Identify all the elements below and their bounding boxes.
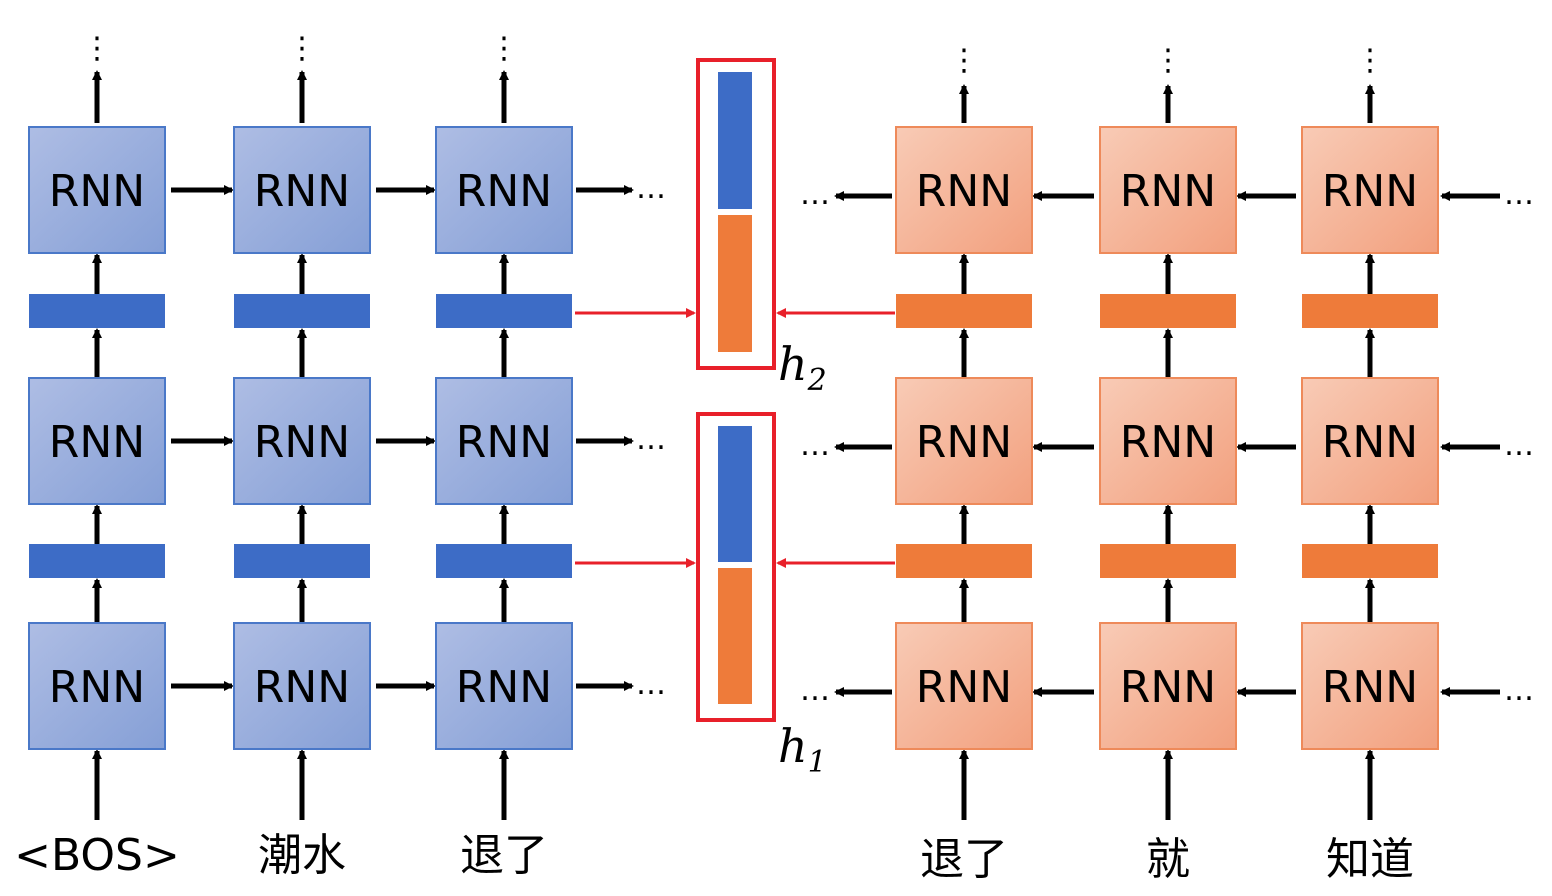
backward-rnn-label: RNN [1322, 662, 1418, 713]
backward-rnn-label: RNN [916, 662, 1012, 713]
hidden-state-subscript: 2 [807, 363, 827, 398]
vertical-ellipsis: ⋮ [1153, 43, 1183, 78]
hidden-state-label: h1 [778, 719, 827, 780]
forward-rnn-label: RNN [456, 417, 552, 468]
forward-hidden-bar [29, 544, 165, 578]
backward-rnn-box [895, 377, 1033, 505]
forward-rnn-label: RNN [254, 662, 350, 713]
hidden-state-subscript: 1 [808, 745, 827, 780]
forward-hidden-bar [234, 544, 370, 578]
backward-rnn-box [895, 126, 1033, 254]
backward-hidden-bar [896, 294, 1032, 328]
concat-forward-part [718, 426, 752, 562]
backward-token-label: 知道 [1326, 834, 1414, 885]
backward-hidden-bar [1100, 294, 1236, 328]
forward-token-label: 退了 [460, 830, 548, 881]
forward-token-label: 潮水 [258, 830, 346, 881]
concat-backward-part [718, 568, 752, 704]
backward-rnn-label: RNN [1120, 662, 1216, 713]
vertical-ellipsis: ⋮ [287, 31, 317, 66]
forward-rnn-box [233, 622, 371, 750]
forward-rnn-label: RNN [456, 166, 552, 217]
backward-rnn-label: RNN [1322, 417, 1418, 468]
forward-hidden-bar [234, 294, 370, 328]
vertical-ellipsis: ⋮ [489, 31, 519, 66]
concat-highlight-box [696, 412, 776, 722]
backward-rnn-box [1099, 377, 1237, 505]
vertical-ellipsis: ⋮ [1355, 43, 1385, 78]
forward-rnn-box [233, 377, 371, 505]
backward-rnn-box [1301, 622, 1439, 750]
backward-rnn-label: RNN [1120, 166, 1216, 217]
backward-token-label: 退了 [920, 834, 1008, 885]
forward-rnn-label: RNN [254, 166, 350, 217]
shapes-layer [28, 58, 1439, 750]
vertical-ellipsis: ⋮ [949, 43, 979, 78]
backward-rnn-box [1301, 126, 1439, 254]
forward-rnn-label: RNN [254, 417, 350, 468]
forward-rnn-label: RNN [49, 166, 145, 217]
forward-hidden-bar [29, 294, 165, 328]
backward-ellipsis: … [1504, 428, 1534, 463]
concat-backward-part [718, 215, 752, 352]
backward-rnn-label: RNN [1120, 417, 1216, 468]
forward-ellipsis: … [636, 171, 666, 206]
concat-highlight-box [696, 58, 776, 370]
forward-rnn-box [28, 377, 166, 505]
concat-forward-part [718, 72, 752, 209]
forward-rnn-label: RNN [49, 417, 145, 468]
forward-rnn-box [28, 622, 166, 750]
backward-rnn-label: RNN [1322, 166, 1418, 217]
forward-rnn-box [435, 622, 573, 750]
backward-hidden-bar [1302, 294, 1438, 328]
forward-hidden-bar [436, 544, 572, 578]
backward-ellipsis: … [1504, 673, 1534, 708]
forward-ellipsis: … [636, 422, 666, 457]
forward-rnn-box [435, 377, 573, 505]
forward-rnn-box [435, 126, 573, 254]
backward-hidden-bar [896, 544, 1032, 578]
backward-hidden-bar [1302, 544, 1438, 578]
backward-rnn-box [1301, 377, 1439, 505]
forward-hidden-bar [436, 294, 572, 328]
backward-rnn-box [1099, 126, 1237, 254]
backward-ellipsis: … [800, 428, 830, 463]
forward-rnn-label: RNN [456, 662, 552, 713]
forward-token-label: <BOS> [14, 830, 180, 881]
forward-ellipsis: … [636, 667, 666, 702]
backward-ellipsis: … [1504, 177, 1534, 212]
backward-hidden-bar [1100, 544, 1236, 578]
hidden-state-label: h2 [778, 337, 827, 398]
backward-ellipsis: … [800, 177, 830, 212]
text-layer: RNN RNN RNN ⋮ <BOS> RNN RNN RNN ⋮ 潮水 RNN RNN RNN ⋮ 退了 …… [14, 31, 1534, 885]
forward-rnn-label: RNN [49, 662, 145, 713]
forward-rnn-box [28, 126, 166, 254]
backward-rnn-box [895, 622, 1033, 750]
forward-rnn-box [233, 126, 371, 254]
backward-rnn-box [1099, 622, 1237, 750]
arrows-layer [92, 70, 1500, 820]
backward-rnn-label: RNN [916, 166, 1012, 217]
backward-token-label: 就 [1146, 834, 1190, 885]
backward-ellipsis: … [800, 673, 830, 708]
vertical-ellipsis: ⋮ [82, 31, 112, 66]
backward-rnn-label: RNN [916, 417, 1012, 468]
